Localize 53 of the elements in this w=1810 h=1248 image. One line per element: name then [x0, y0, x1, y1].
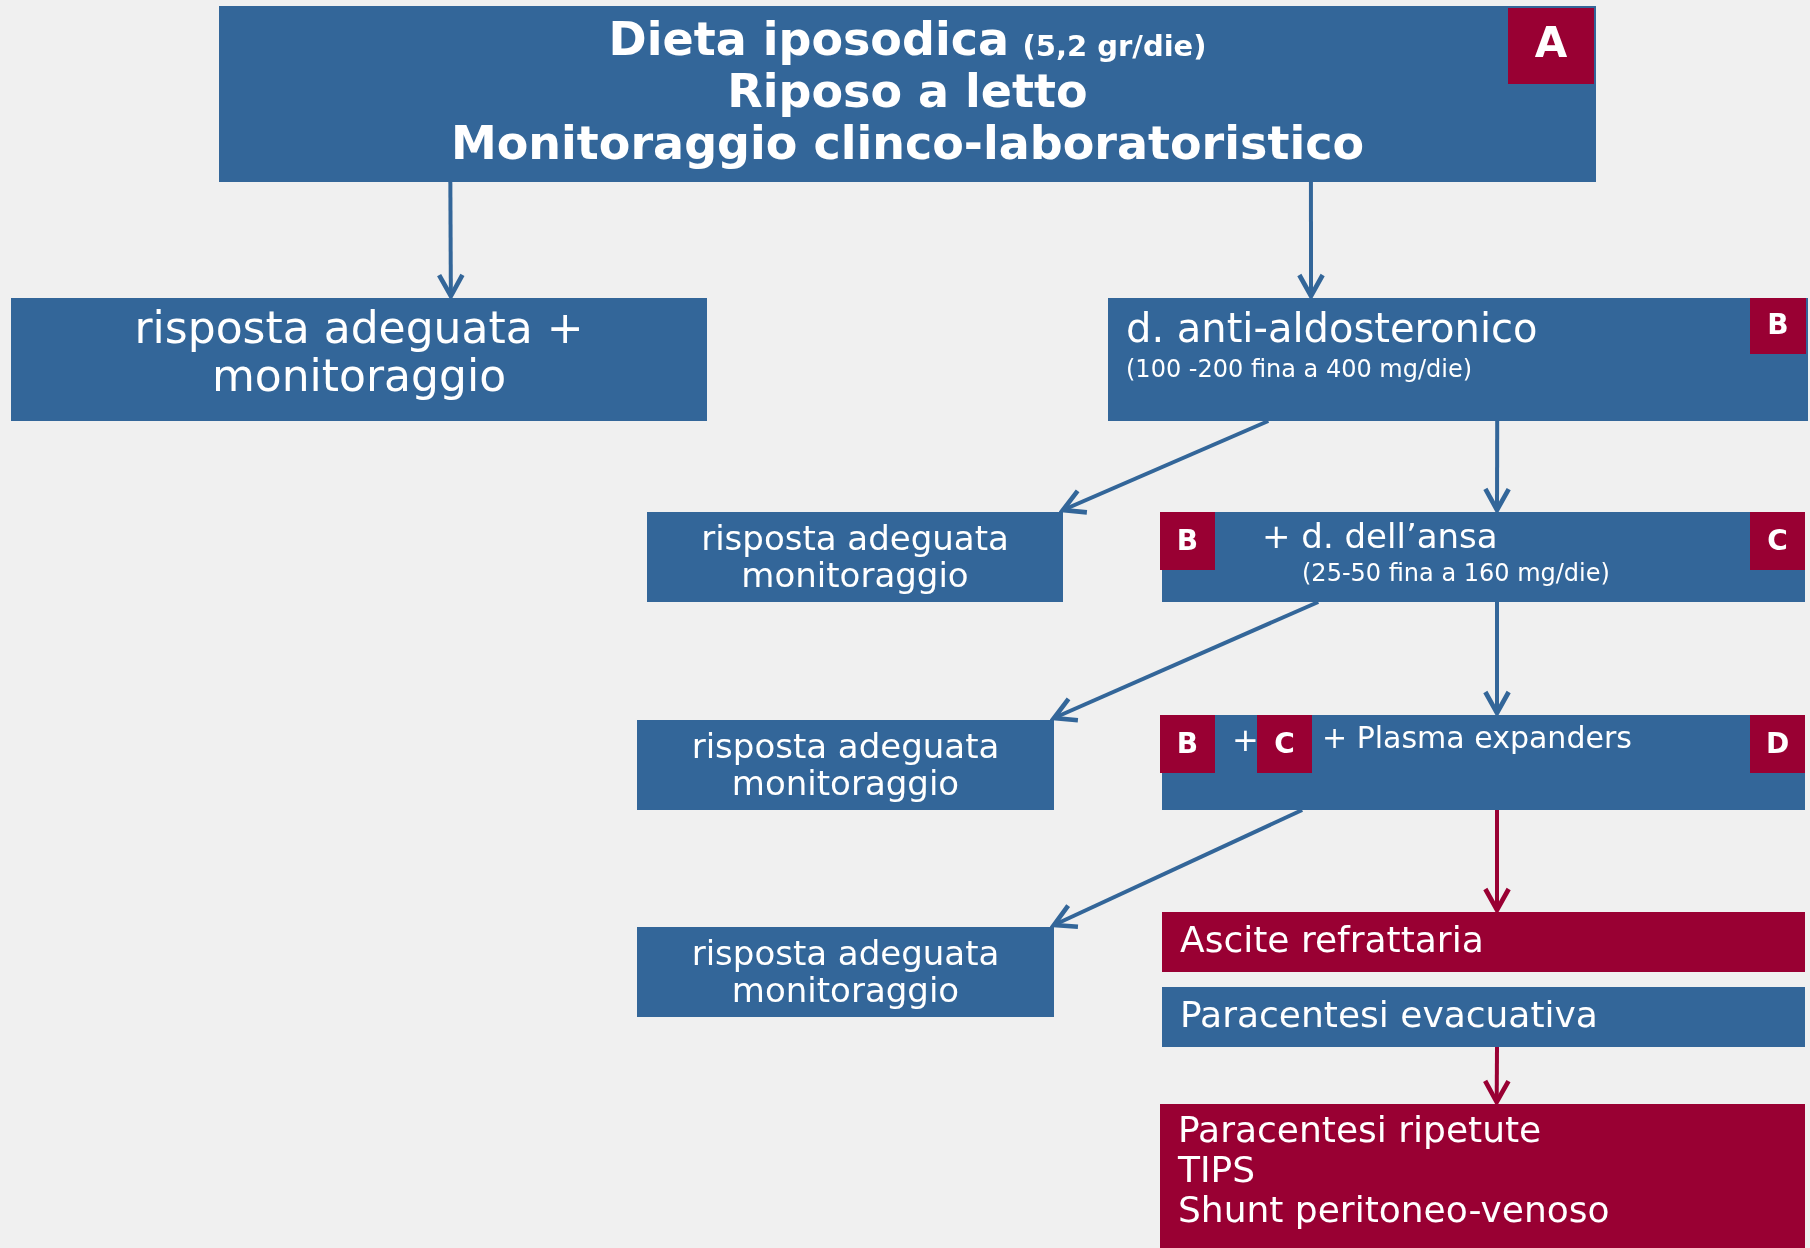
node-title: + d. dell’ansa — [1262, 518, 1498, 556]
arrow — [1051, 600, 1320, 723]
arrow — [1483, 810, 1511, 913]
process-box — [637, 927, 1054, 1017]
process-box — [637, 720, 1054, 810]
badge — [1750, 298, 1806, 354]
badge-letter: C — [1273, 729, 1296, 760]
process-box — [647, 512, 1063, 602]
badge — [1160, 715, 1215, 773]
node-text: (100 -200 fina a 400 mg/die) — [1126, 356, 1473, 383]
node-text: (5,2 gr/die) — [1022, 31, 1207, 63]
node-text: Monitoraggio clinco-laboratoristico — [449, 118, 1366, 169]
process-box — [1162, 987, 1805, 1047]
node-title: + — [1232, 723, 1259, 759]
process-box — [1160, 1104, 1805, 1248]
arrow — [1051, 808, 1303, 930]
badge-letter: B — [1175, 729, 1200, 760]
process-box — [1162, 912, 1805, 972]
badge-letter: B — [1175, 526, 1200, 557]
node-title: Paracentesi ripetute — [1178, 1110, 1542, 1150]
node-text: + Plasma expanders — [1322, 721, 1632, 754]
arrow — [1482, 1047, 1511, 1105]
process-box — [11, 298, 707, 421]
node-title: d. anti-aldosteronico — [1126, 306, 1538, 350]
badge — [1750, 512, 1805, 570]
node-text: Riposo a letto — [726, 66, 1089, 117]
node-title: risposta adeguata monitoraggio — [690, 935, 1001, 1010]
node-title: risposta adeguata + monitoraggio — [133, 304, 585, 401]
node-title: Ascite refrattaria — [1180, 920, 1484, 960]
badge-letter: C — [1766, 526, 1789, 557]
node-title: Dieta iposodica — [608, 14, 1009, 65]
badge — [1160, 512, 1215, 570]
badge-letter: A — [1533, 20, 1569, 67]
process-box — [219, 6, 1596, 182]
process-box — [1108, 298, 1808, 421]
badge — [1257, 715, 1312, 773]
badge-letter: B — [1766, 310, 1790, 341]
arrow — [1060, 419, 1270, 515]
badge — [1508, 8, 1594, 84]
node-title: Paracentesi evacuativa — [1180, 995, 1598, 1035]
badge — [1750, 715, 1805, 773]
node-title: risposta adeguata monitoraggio — [700, 520, 1010, 595]
process-box — [1162, 512, 1805, 602]
node-text: (25-50 fina a 160 mg/die) — [1302, 560, 1610, 587]
arrow — [1297, 182, 1325, 299]
node-text: TIPS — [1178, 1150, 1256, 1190]
arrow — [1483, 602, 1511, 716]
badge-letter: D — [1764, 729, 1791, 760]
node-text: Shunt peritoneo-venoso — [1178, 1190, 1610, 1230]
arrow — [1483, 421, 1512, 513]
node-title: risposta adeguata monitoraggio — [690, 728, 1001, 803]
arrow — [436, 182, 465, 299]
process-box — [1162, 715, 1805, 810]
